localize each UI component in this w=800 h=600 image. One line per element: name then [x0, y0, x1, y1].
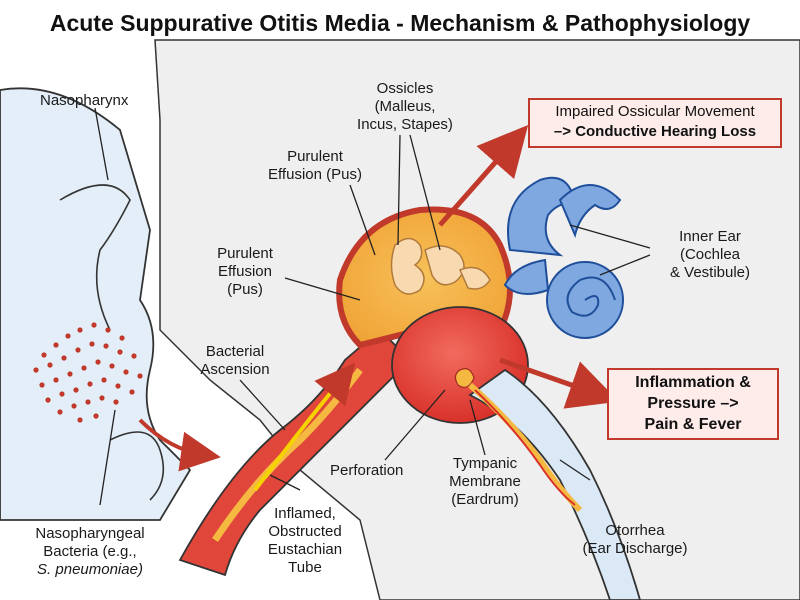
leader-lines: [94, 107, 651, 506]
label-otorrhea: Otorrhea(Ear Discharge): [582, 522, 688, 557]
ear-canal: [468, 368, 641, 600]
hearing-loss-arrow: [438, 124, 529, 227]
bacteria-dots: [33, 322, 143, 423]
callout-pain-fever: Inflammation &Pressure –>Pain & Fever: [607, 368, 779, 440]
cochlea-spiral: [566, 276, 616, 317]
page-title: Acute Suppurative Otitis Media - Mechani…: [49, 10, 751, 36]
label-perforation: Perforation: [330, 462, 404, 479]
otorrhea-core: [474, 389, 576, 506]
label-inner-ear: Inner Ear(Cochlea& Vestibule): [669, 228, 751, 281]
callout-hearing-loss: Impaired Ossicular Movement–> Conductive…: [528, 98, 782, 148]
bacteria-arrow: [138, 418, 221, 472]
ossicles-shape: [390, 237, 491, 295]
label-ossicles: Ossicles(Malleus,Incus, Stapes): [357, 80, 453, 133]
pain-arrow: [499, 357, 619, 409]
ascension-arrow: [253, 362, 356, 492]
nasopharynx-region: [0, 87, 192, 521]
perforation-shape: [454, 368, 475, 388]
lower-contour: [109, 431, 165, 501]
label-nasopharynx: Nasopharynx: [40, 92, 129, 109]
nasal-contour: [59, 184, 131, 331]
